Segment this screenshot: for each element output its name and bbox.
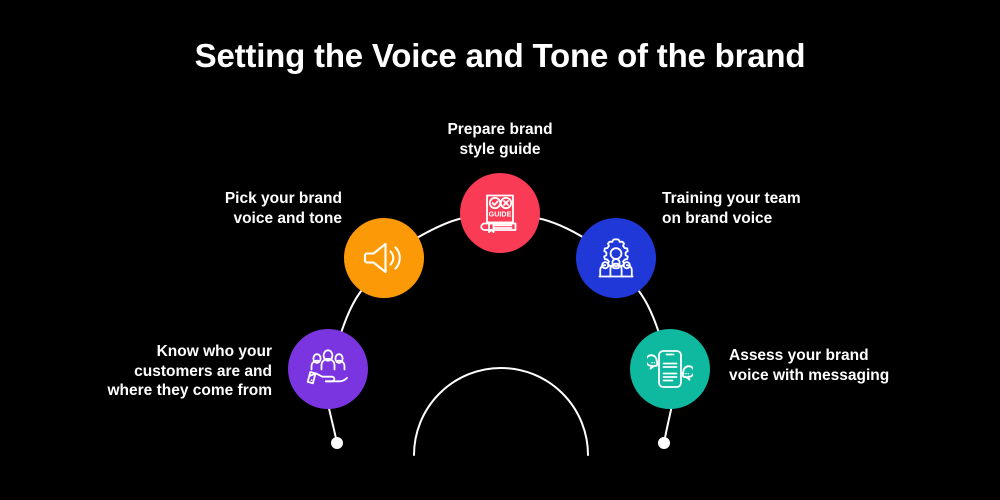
step-label-prepare-style-guide: Prepare brand style guide: [447, 121, 553, 158]
team-gear-icon: [593, 235, 639, 281]
step-node-pick-voice-tone[interactable]: [344, 218, 424, 298]
step-label-assess-messaging: Assess your brand voice with messaging: [729, 347, 890, 384]
customers-hand-icon: [304, 345, 352, 393]
arc-segment-left-top: [414, 217, 464, 240]
step-node-training-team[interactable]: [576, 218, 656, 298]
guide-book-icon: GUIDE: [476, 189, 524, 237]
step-node-assess-messaging[interactable]: [630, 329, 710, 409]
megaphone-icon: [361, 235, 407, 281]
step-label-pick-voice-tone: Pick your brand voice and tone: [224, 190, 342, 227]
step-node-know-customers[interactable]: [288, 329, 368, 409]
arc-endpoint-dot-left: [331, 437, 343, 449]
arc-endpoint-dot-right: [658, 437, 670, 449]
step-node-prepare-style-guide[interactable]: GUIDE: [460, 173, 540, 253]
step-label-training-team: Training your team on brand voice: [662, 190, 801, 227]
inner-arc: [413, 367, 589, 456]
step-label-know-customers: Know who your customers are and where th…: [107, 343, 272, 399]
page-title: Setting the Voice and Tone of the brand: [194, 37, 806, 74]
arc-segment-right-top: [536, 217, 587, 240]
guide-book-caption: GUIDE: [489, 209, 512, 218]
phone-messaging-icon: [647, 346, 693, 392]
